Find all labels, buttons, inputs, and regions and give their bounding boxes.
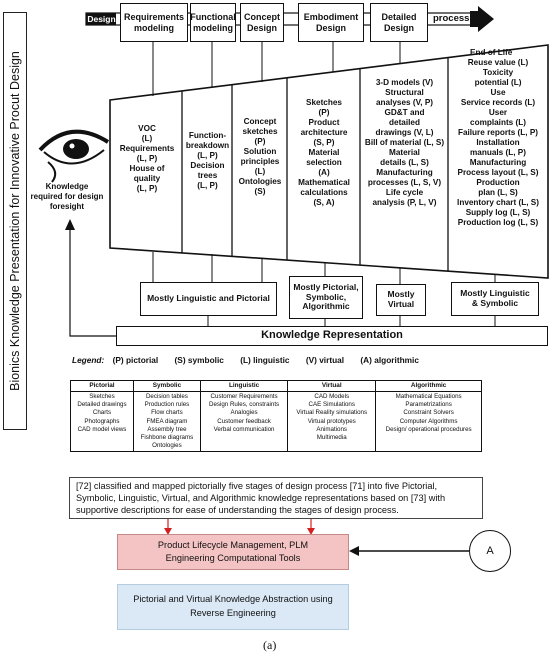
table-cell-linguistic: Customer Requirements Design Rules, cons… xyxy=(199,391,289,452)
table-header: Algorithmic xyxy=(375,379,482,393)
table-header: Symbolic xyxy=(132,379,201,393)
table-item: Analogies xyxy=(230,409,258,417)
stage-label: Detailed Design xyxy=(381,12,417,33)
column-requirements: VOC (L) Requirements (L, P) House of qua… xyxy=(119,124,175,193)
column-detailed: 3-D models (V) Structural analyses (V, P… xyxy=(364,78,445,207)
table-item: CAD Models xyxy=(314,393,350,401)
feedback-line xyxy=(69,226,116,337)
legend-label: Legend: xyxy=(72,355,105,365)
table-item: Design Rules, constraints xyxy=(208,401,280,409)
rep-label: Mostly Linguistic and Pictorial xyxy=(147,293,270,304)
end-of-life-title: End of Life xyxy=(470,48,513,57)
rep-linguistic-symbolic: Mostly Linguistic & Symbolic xyxy=(451,282,539,316)
pictorial-virtual-box: Pictorial and Virtual Knowledge Abstract… xyxy=(117,584,349,630)
table-item: Customer feedback xyxy=(217,417,271,425)
legend: Legend: (P) pictorial (S) symbolic (L) l… xyxy=(72,355,433,365)
table-item: Animations xyxy=(316,425,348,433)
design-label-bg xyxy=(86,13,116,25)
plm-box: Product Lifecycle Management, PLM Engine… xyxy=(117,534,349,570)
table-item: Detailed drawings xyxy=(77,401,127,409)
table-item: Mathematical Equations xyxy=(395,393,462,401)
process-arrow xyxy=(470,6,494,32)
table-item: Flow charts xyxy=(151,409,183,417)
stage-label: Functional modeling xyxy=(190,12,236,33)
rep-pictorial-symbolic-algorithmic: Mostly Pictorial, Symbolic, Algorithmic xyxy=(289,276,363,319)
legend-item: (V) virtual xyxy=(305,355,345,365)
feedback-arrowhead xyxy=(65,219,75,230)
design-label: Design xyxy=(87,14,116,24)
representation-table: Pictorial Symbolic Linguistic Virtual Al… xyxy=(70,379,482,452)
legend-item: (L) linguistic xyxy=(240,355,290,365)
table-header: Virtual xyxy=(287,379,377,393)
stage-requirements-modeling: Requirements modeling xyxy=(120,3,188,42)
circle-a: A xyxy=(469,530,511,572)
table-cell-virtual: CAD Models CAE Simulations Virtual Reali… xyxy=(287,391,377,452)
table-item: CAD model views xyxy=(77,425,127,433)
plm-line-2: Engineering Computational Tools xyxy=(165,553,301,563)
column-functional: Function- breakdown (L, P) Decision tree… xyxy=(185,131,230,190)
table-item: Ontologies xyxy=(152,441,182,449)
table-item: Virtual prototypes xyxy=(307,417,356,425)
knowledge-representation-bar: Knowledge Representation xyxy=(116,326,548,346)
manufacturing-items: Process layout (L, S) Production plan (L… xyxy=(457,168,539,227)
rep-label: Mostly Linguistic & Symbolic xyxy=(460,288,530,308)
use-items: Service records (L) User complaints (L) … xyxy=(457,98,539,157)
legend-item: (P) pictorial xyxy=(112,355,159,365)
table-item: Decision tables xyxy=(145,393,188,401)
table-cell-symbolic: Decision tables Production rules Flow ch… xyxy=(132,391,201,452)
column-lifecycle: End of Life Reuse value (L) Toxicity pot… xyxy=(450,48,546,228)
table-cell-pictorial: Sketches Detailed drawings Charts Photog… xyxy=(70,391,134,452)
table-item: Parametrizations xyxy=(405,401,452,409)
side-title-frame: Bionics Knowledge Presentation for Innov… xyxy=(3,12,27,430)
table-item: Customer Requirements xyxy=(210,393,278,401)
manufacturing-title: Manufacturing xyxy=(469,158,527,167)
figure-label: (a) xyxy=(263,638,277,652)
rep-label: Mostly Virtual xyxy=(387,289,415,309)
table-cell-algorithmic: Mathematical Equations Parametrizations … xyxy=(375,391,482,452)
legend-item: (A) algorithmic xyxy=(360,355,419,365)
plm-line-1: Product Lifecycle Management, PLM xyxy=(157,540,309,551)
pv-line-1: Pictorial and Virtual Knowledge Abstract… xyxy=(133,594,333,605)
table-item: CAE Simulations xyxy=(308,401,355,409)
stage-functional-modeling: Functional modeling xyxy=(190,3,236,42)
table-header: Linguistic xyxy=(199,379,289,393)
column-embodiment: Sketches (P) Product architecture (S, P)… xyxy=(298,98,350,207)
rep-virtual: Mostly Virtual xyxy=(376,284,426,316)
table-item: FMEA diagram xyxy=(146,417,188,425)
end-of-life-items: Reuse value (L) Toxicity potential (L) xyxy=(467,58,529,87)
table-item: Photographs xyxy=(84,417,120,425)
pv-line-2: Reverse Engineering xyxy=(190,608,276,618)
stage-label: Embodiment Design xyxy=(303,12,359,33)
legend-item: (S) symbolic xyxy=(174,355,224,365)
table-item: Multimedia xyxy=(316,433,347,441)
knowledge-funnel xyxy=(109,44,549,279)
table-item: Design/ operational procedures xyxy=(385,425,472,433)
table-item: Constraint Solvers xyxy=(403,409,454,417)
caption-box: [72] classified and mapped pictorially f… xyxy=(69,477,483,519)
circle-label: A xyxy=(486,545,494,557)
rep-label: Mostly Pictorial, Symbolic, Algorithmic xyxy=(293,281,359,312)
use-title: Use xyxy=(490,88,506,97)
stage-label: Requirements modeling xyxy=(123,12,185,33)
table-item: Virtual Reality simulations xyxy=(296,409,368,417)
process-label: process xyxy=(433,13,470,24)
stage-detailed-design: Detailed Design xyxy=(370,3,428,42)
stage-concept-design: Concept Design xyxy=(240,3,284,42)
stage-label: Concept Design xyxy=(244,12,280,33)
column-concept: Concept sketches (P) Solution principles… xyxy=(238,117,282,196)
table-item: Sketches xyxy=(89,393,115,401)
table-item: Production rules xyxy=(144,401,190,409)
eye-label: Knowledge required for design foresight xyxy=(30,182,104,211)
table-item: Fishbone diagrams xyxy=(140,433,194,441)
table-header: Pictorial xyxy=(70,379,134,393)
eye-icon xyxy=(38,129,110,183)
table-item: Charts xyxy=(92,409,112,417)
table-item: Assembly tree xyxy=(147,425,187,433)
table-item: Verbal communication xyxy=(213,425,275,433)
table-item: Computer Algorithms xyxy=(399,417,458,425)
rep-linguistic-pictorial: Mostly Linguistic and Pictorial xyxy=(140,282,277,316)
stage-embodiment-design: Embodiment Design xyxy=(298,3,364,42)
